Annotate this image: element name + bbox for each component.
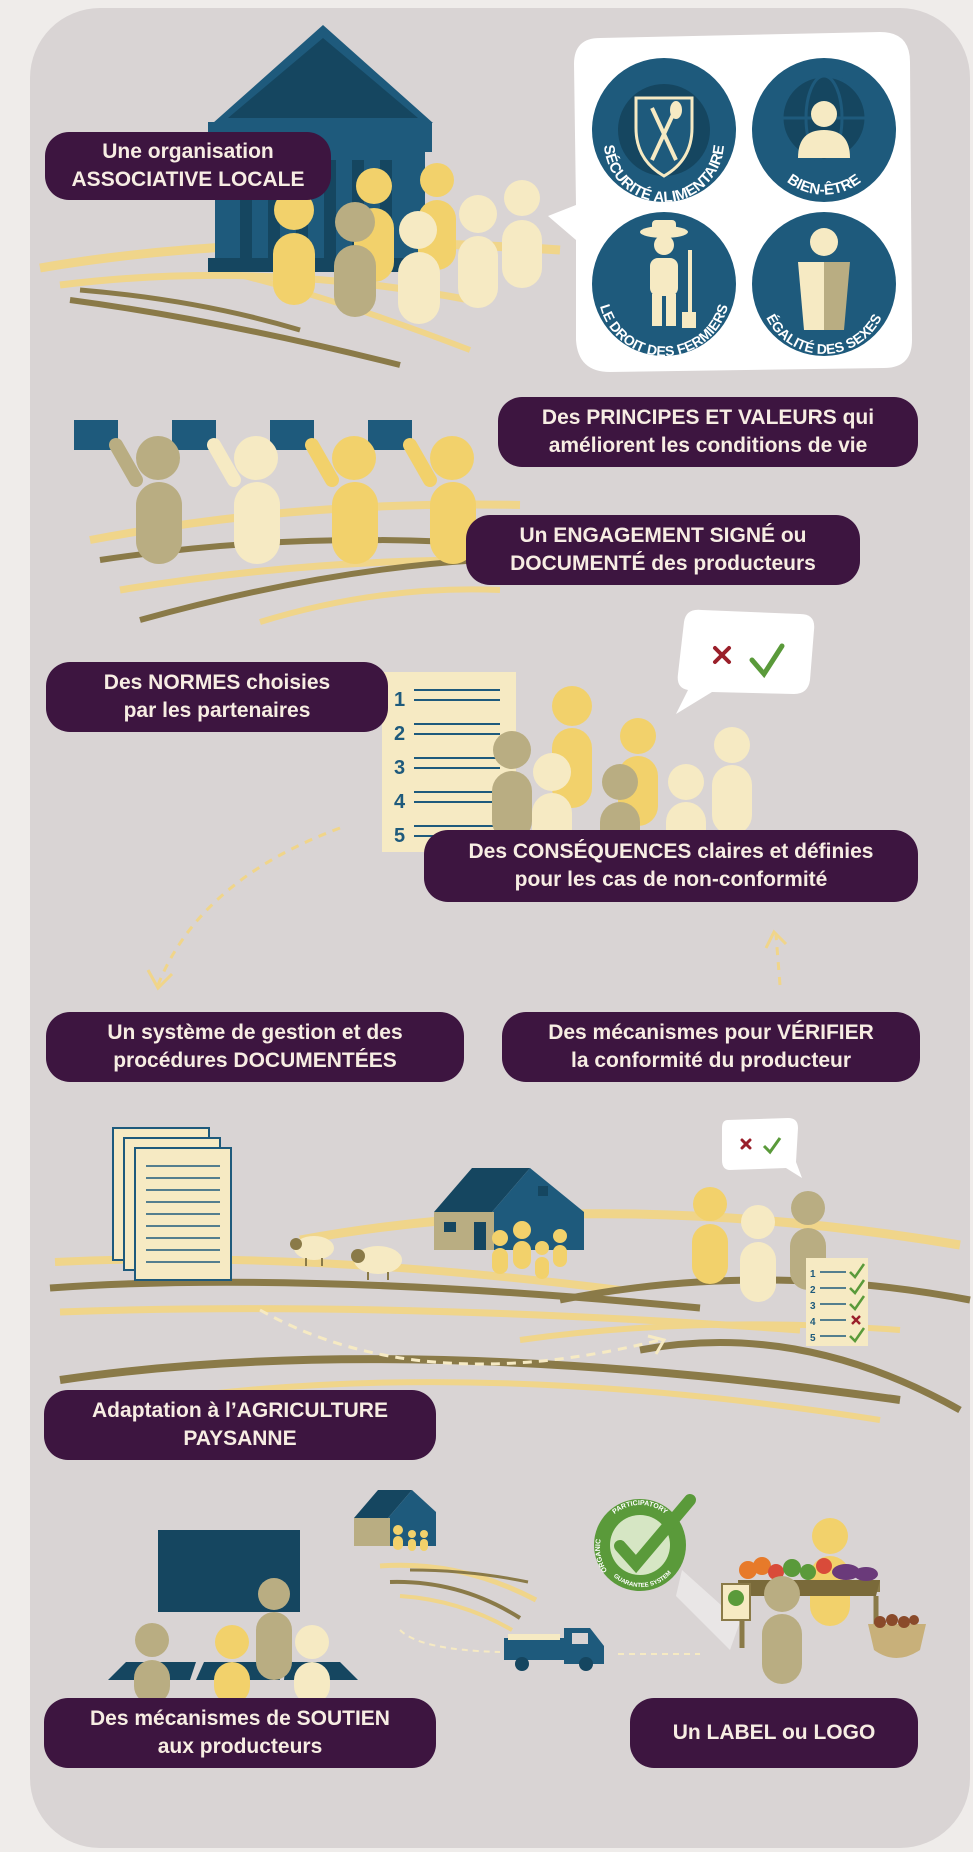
label-gestion-line2: procédures DOCUMENTÉES <box>113 1049 397 1072</box>
shopper-icon <box>762 1576 802 1684</box>
checklist-number-3: 3 <box>810 1301 816 1312</box>
norm-number-2: 2 <box>394 723 405 745</box>
label-verifier-line2: la conformité du producteur <box>570 1049 851 1072</box>
checklist-number-5: 5 <box>810 1333 816 1344</box>
label-verifier-line1: Des mécanismes pour VÉRIFIER <box>548 1021 874 1044</box>
arrow-head-left <box>146 969 174 991</box>
dashed-arrow-left <box>156 826 341 986</box>
norm-number-5: 5 <box>394 825 405 847</box>
arrow-head-right <box>764 929 788 949</box>
label-gestion-line1: Un système de gestion et des <box>107 1021 403 1044</box>
label-gestion: Un système de gestion et des procédures … <box>46 1012 464 1082</box>
label-organisation-line1: Une organisation <box>102 140 274 163</box>
label-engagement-line2: DOCUMENTÉ des producteurs <box>510 552 816 575</box>
norm-number-4: 4 <box>394 791 406 813</box>
farmer-rights-badge: LE DROIT DES FERMIERS <box>592 212 736 359</box>
label-principes-line1: Des PRINCIPES ET VALEURS qui <box>541 406 875 429</box>
norm-number-3: 3 <box>394 757 405 779</box>
cross-icon <box>713 646 731 664</box>
label-soutien-line1: Des mécanismes de SOUTIEN <box>90 1707 390 1730</box>
label-adaptation: Adaptation à l’AGRICULTURE PAYSANNE <box>44 1390 436 1460</box>
label-organisation: Une organisation ASSOCIATIVE LOCALE <box>45 132 331 200</box>
checklist-number-4: 4 <box>810 1317 816 1328</box>
dashed-arrow-bottom <box>259 1308 661 1366</box>
checklist-icon: 1 2 3 4 5 <box>806 1258 868 1346</box>
check-icon <box>749 643 785 679</box>
label-normes-line1: Des NORMES choisies <box>103 671 331 694</box>
small-decision-bubble <box>722 1118 802 1178</box>
documents-stack-icon <box>112 1127 232 1281</box>
classroom-people-icon <box>134 1578 330 1704</box>
label-adaptation-line1: Adaptation à l’AGRICULTURE <box>92 1399 388 1422</box>
label-normes-line2: par les partenaires <box>123 699 311 722</box>
label-soutien-line2: aux producteurs <box>157 1735 323 1758</box>
gender-equality-badge: ÉGALITÉ DES SEXES <box>752 212 896 357</box>
label-engagement-line1: Un ENGAGEMENT SIGNÉ ou <box>519 524 807 547</box>
norm-number-1: 1 <box>394 689 405 711</box>
small-farm-icon <box>354 1490 436 1551</box>
food-security-badge: SÉCURITÉ ALIMENTAIRE <box>592 58 736 206</box>
label-principes-line2: améliorent les conditions de vie <box>548 434 868 457</box>
label-engagement: Un ENGAGEMENT SIGNÉ ou DOCUMENTÉ des pro… <box>466 515 860 585</box>
label-verifier: Des mécanismes pour VÉRIFIER la conformi… <box>502 1012 920 1082</box>
label-logo-line1: Un LABEL ou LOGO <box>672 1721 876 1744</box>
checklist-number-1: 1 <box>810 1269 816 1280</box>
wheat-field-5 <box>379 1562 538 1632</box>
family-icon <box>492 1221 567 1279</box>
label-soutien: Des mécanismes de SOUTIEN aux producteur… <box>44 1698 436 1768</box>
people-group-icon <box>273 163 542 324</box>
wellbeing-badge: BIEN-ÊTRE <box>752 58 896 202</box>
truck-icon <box>504 1628 604 1671</box>
sheep-icon <box>290 1236 402 1280</box>
label-logo: Un LABEL ou LOGO <box>630 1698 918 1768</box>
projection-beam <box>676 1570 740 1650</box>
checklist-number-2: 2 <box>810 1285 816 1296</box>
label-consequences-line2: pour les cas de non-conformité <box>514 868 828 891</box>
certification-stamp-icon: PARTICIPATORY ORGANIC GUARANTEE SYSTEM <box>594 1494 696 1591</box>
farmhouse-icon <box>434 1168 584 1250</box>
voting-people-icon <box>74 420 476 564</box>
label-normes: Des NORMES choisies par les partenaires <box>46 662 388 732</box>
label-organisation-line2: ASSOCIATIVE LOCALE <box>71 168 305 191</box>
market-stall-icon <box>721 1518 926 1658</box>
label-adaptation-line2: PAYSANNE <box>183 1427 297 1450</box>
decision-bubble <box>676 609 815 714</box>
arrow-head-bottom <box>647 1334 667 1355</box>
label-consequences: Des CONSÉQUENCES claires et définies pou… <box>424 830 918 902</box>
label-principes: Des PRINCIPES ET VALEURS qui améliorent … <box>498 397 918 467</box>
dashed-path-support <box>399 1629 501 1653</box>
label-consequences-line1: Des CONSÉQUENCES claires et définies <box>468 840 874 863</box>
